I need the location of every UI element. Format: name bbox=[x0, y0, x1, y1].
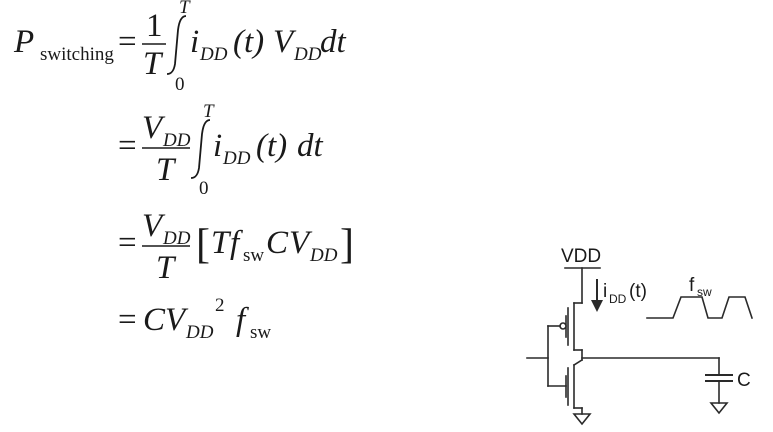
fraction-numerator-subscript: DD bbox=[162, 130, 191, 151]
equation-line-3: = V DD T [ T f sw C V DD ] bbox=[118, 208, 354, 286]
current-arrow-icon bbox=[591, 279, 603, 312]
frequency-subscript: sw bbox=[250, 322, 271, 343]
integral-upper-limit: T bbox=[203, 101, 215, 122]
vdd-label: VDD bbox=[561, 246, 601, 267]
current-subscript: DD bbox=[222, 148, 251, 169]
integral-sign bbox=[190, 119, 211, 179]
lhs-symbol: P bbox=[13, 24, 34, 60]
voltage-symbol: V bbox=[165, 302, 189, 338]
integral-upper-limit: T bbox=[179, 0, 191, 18]
frequency-subscript: sw bbox=[697, 285, 712, 299]
integral-lower-limit: 0 bbox=[199, 178, 209, 199]
lhs-subscript: switching bbox=[40, 44, 114, 65]
differential: dt bbox=[320, 24, 347, 60]
differential: dt bbox=[297, 128, 324, 164]
capacitance-symbol: C bbox=[143, 302, 166, 338]
fraction-denominator: T bbox=[156, 152, 177, 188]
current-subscript: DD bbox=[609, 292, 627, 306]
frequency-symbol: f bbox=[236, 302, 249, 338]
equation-line-1: = 1 T T 0 i DD (t) V DD dt bbox=[118, 0, 347, 95]
pmos-transistor bbox=[547, 302, 583, 351]
fraction-numerator: V bbox=[142, 110, 166, 146]
load-capacitor bbox=[705, 357, 733, 415]
current-symbol: i bbox=[190, 24, 199, 60]
voltage-subscript: DD bbox=[185, 322, 214, 343]
nmos-transistor bbox=[547, 358, 584, 409]
capacitor-label: C bbox=[737, 370, 751, 391]
fraction-denominator: T bbox=[143, 46, 164, 82]
period-symbol: T bbox=[211, 225, 232, 261]
equation-line-2: = V DD T T 0 i DD (t) dt bbox=[118, 101, 324, 199]
equals-sign: = bbox=[118, 302, 137, 338]
equals-sign: = bbox=[118, 128, 137, 164]
cmos-inverter-circuit: VDD i DD (t) bbox=[526, 246, 754, 426]
time-argument: (t) bbox=[256, 128, 287, 164]
frequency-symbol: f bbox=[230, 225, 243, 261]
integral-lower-limit: 0 bbox=[175, 74, 185, 95]
left-bracket: [ bbox=[196, 222, 210, 268]
capacitance-symbol: C bbox=[266, 225, 289, 261]
equals-sign: = bbox=[118, 225, 137, 261]
voltage-symbol: V bbox=[289, 225, 313, 261]
power-equation: P switching = 1 T T 0 i DD (t) V DD dt =… bbox=[13, 0, 354, 343]
equals-sign: = bbox=[118, 24, 137, 60]
current-symbol: i bbox=[213, 128, 222, 164]
current-subscript: DD bbox=[199, 44, 228, 65]
fraction-denominator: T bbox=[156, 250, 177, 286]
time-argument: (t) bbox=[233, 24, 264, 60]
right-bracket: ] bbox=[340, 222, 354, 268]
frequency-symbol: f bbox=[689, 275, 695, 296]
equation-line-4: = C V DD 2 f sw bbox=[118, 295, 271, 343]
voltage-subscript: DD bbox=[293, 44, 322, 65]
fraction-numerator-subscript: DD bbox=[162, 228, 191, 249]
ground-icon bbox=[709, 402, 729, 415]
voltage-exponent: 2 bbox=[215, 295, 225, 316]
voltage-symbol: V bbox=[273, 24, 297, 60]
current-symbol: i bbox=[603, 281, 607, 302]
fraction-numerator: V bbox=[142, 208, 166, 244]
fraction-numerator: 1 bbox=[146, 8, 163, 44]
voltage-subscript: DD bbox=[309, 245, 338, 266]
switching-waveform bbox=[646, 296, 754, 320]
integral-sign bbox=[166, 15, 187, 75]
ground-icon bbox=[572, 413, 592, 426]
frequency-subscript: sw bbox=[243, 245, 264, 266]
current-argument: (t) bbox=[629, 281, 647, 302]
